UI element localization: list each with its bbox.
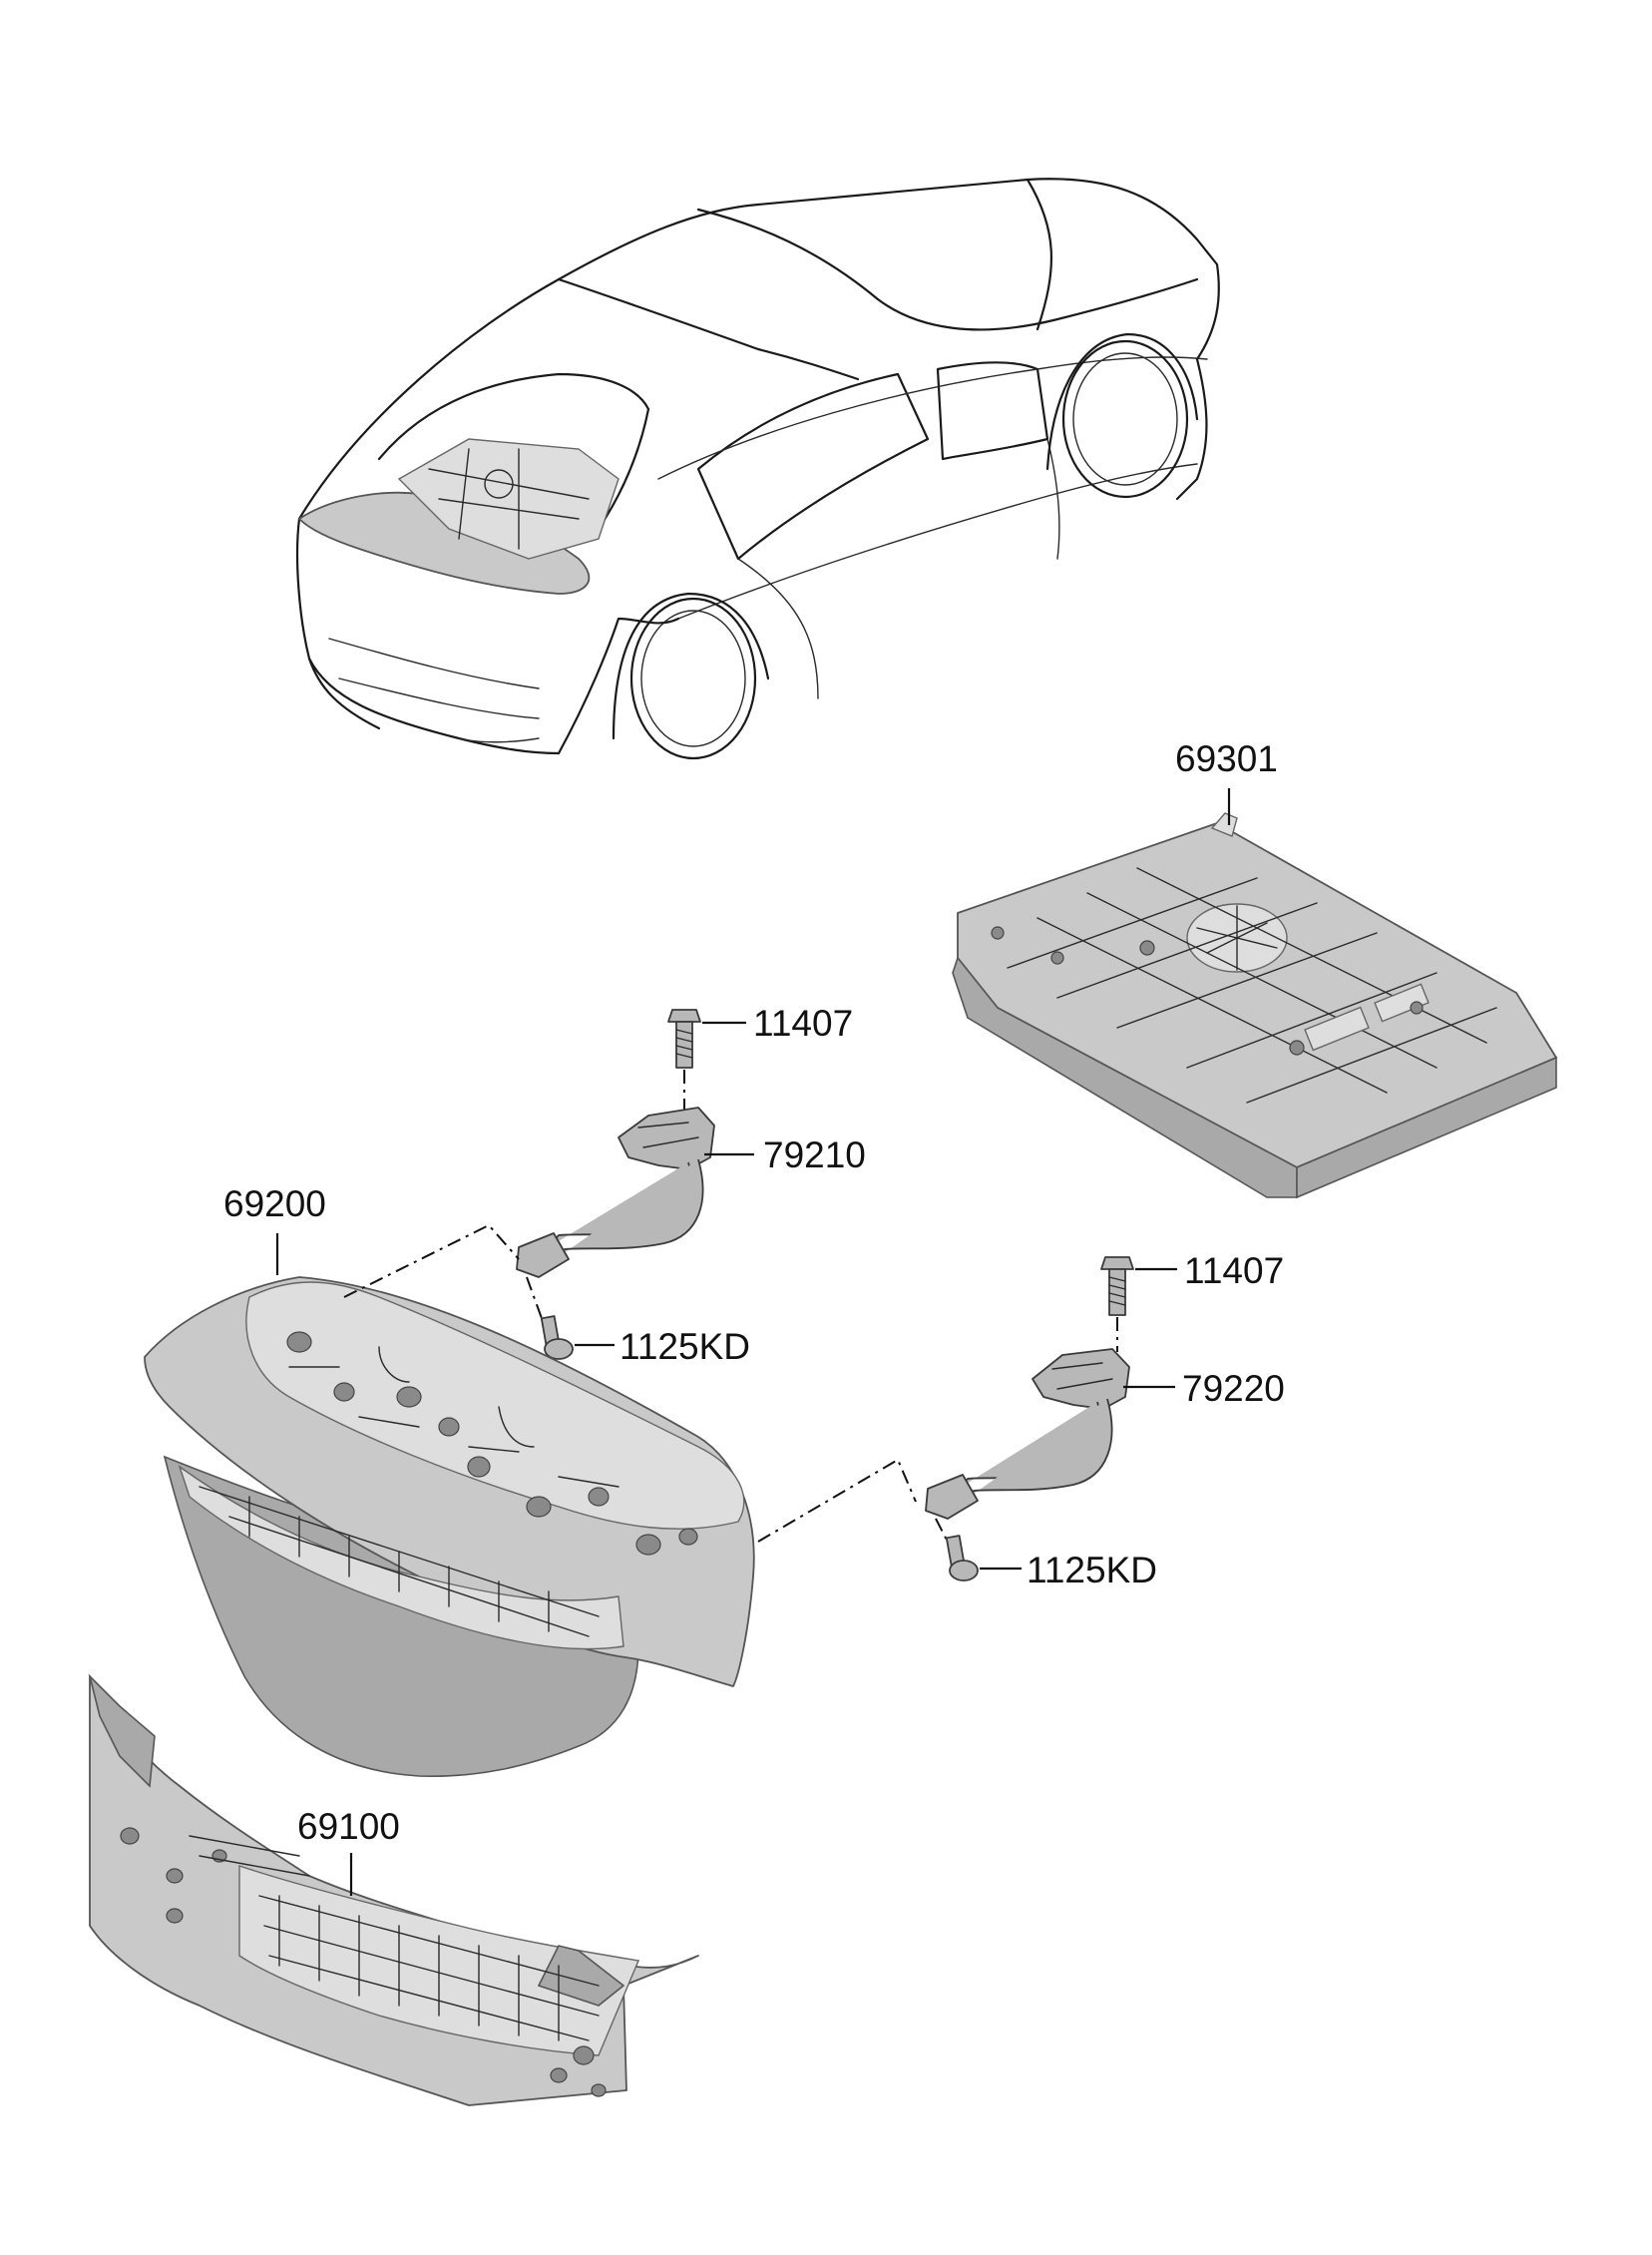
hinge-79210-part xyxy=(516,1107,715,1278)
part-number-79210: 79210 xyxy=(763,1134,866,1175)
screw-1125kd-lh-part xyxy=(540,1315,574,1360)
part-number-11407-right: 11407 xyxy=(1184,1250,1284,1291)
bolt-11407-upper-part xyxy=(667,1009,701,1069)
back-panel-part xyxy=(88,1673,699,2106)
part-number-69301: 69301 xyxy=(1175,738,1278,779)
part-number-69200: 69200 xyxy=(223,1183,326,1224)
part-number-1125kd-lh: 1125KD xyxy=(620,1326,750,1367)
vehicle-overview-illustration xyxy=(295,178,1220,760)
trunk-lid-part xyxy=(144,1276,755,1778)
assembly-line-lid-to-hinge-lh xyxy=(343,1223,520,1298)
part-number-11407-upper: 11407 xyxy=(753,1003,853,1044)
part-number-79220: 79220 xyxy=(1182,1368,1285,1409)
assembly-line-1125kd-lh xyxy=(526,1276,548,1333)
part-number-69100: 69100 xyxy=(297,1806,400,1847)
hinge-79220-part xyxy=(925,1348,1130,1520)
assembly-line-lid-to-hinge-rh xyxy=(757,1458,917,1543)
package-tray-part xyxy=(952,812,1557,1199)
bolt-11407-right-part xyxy=(1100,1256,1134,1316)
part-number-1125kd-rh: 1125KD xyxy=(1027,1550,1157,1590)
screw-1125kd-rh-part xyxy=(945,1535,979,1581)
